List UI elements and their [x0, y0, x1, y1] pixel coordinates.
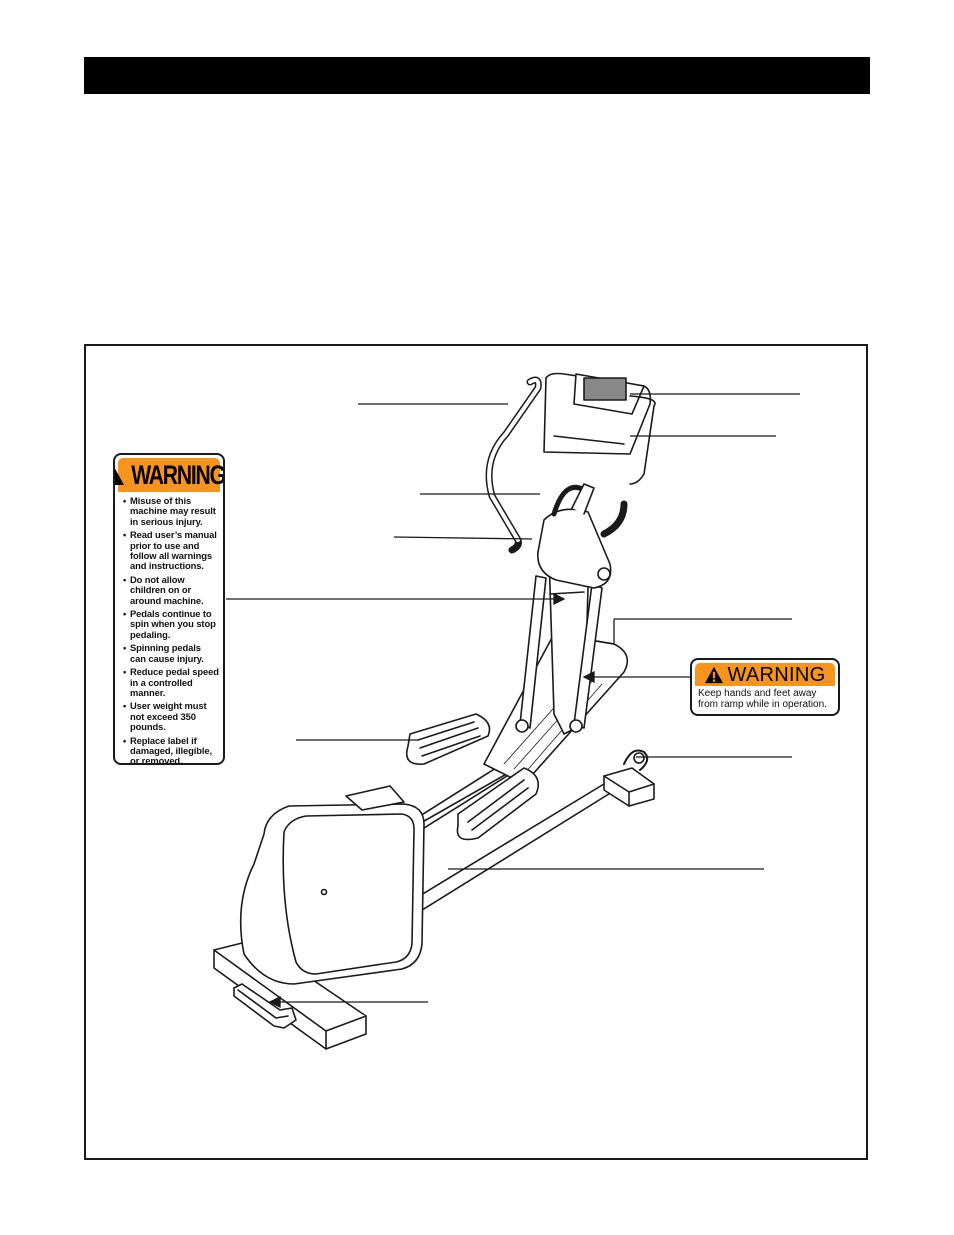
warning-label-machine: WARNING Misuse of this machine may resul…: [113, 453, 225, 765]
rear-base: [603, 749, 655, 807]
warning-item: Replace label if damaged, illegible, or …: [122, 735, 219, 763]
warning-item: Spinning pedals can cause injury.: [122, 643, 219, 664]
warning-text-line: from ramp while in operation.: [698, 699, 827, 710]
pivot-hub: [537, 483, 612, 589]
figure-frame: [84, 344, 868, 1160]
warning-header: WARNING: [115, 458, 223, 492]
pedal-right: [456, 767, 540, 841]
elliptical-drawing: [213, 372, 800, 1050]
warning-list: Misuse of this machine may result in ser…: [115, 495, 223, 763]
warning-item: Pedals continue to spin when you stop pe…: [122, 608, 219, 640]
flywheel-shroud: [239, 785, 425, 985]
warning-item: User weight must not exceed 350 pounds.: [122, 701, 219, 732]
warning-item: Reduce pedal speed in a controlled manne…: [122, 666, 219, 698]
warning-title: WARNING: [130, 459, 225, 490]
console: [543, 372, 656, 485]
warning-item: Read user’s manual prior to use and foll…: [122, 530, 219, 572]
pedal-arms: [515, 575, 603, 733]
warning-item: Misuse of this machine may result in ser…: [122, 495, 219, 527]
warning-header: WARNING: [695, 663, 835, 686]
warning-title: WARNING: [727, 663, 826, 686]
warning-triangle-icon: [115, 469, 124, 485]
warning-triangle-icon: [705, 666, 724, 683]
warning-item: Do not allow children on or around machi…: [122, 574, 219, 606]
upper-handlebar: [485, 376, 628, 554]
front-base: [213, 939, 367, 1050]
warning-label-ramp: WARNING Keep hands and feet away from ra…: [690, 658, 840, 716]
pedal-left: [405, 713, 491, 765]
leader-water-bottle: [393, 536, 533, 540]
warning-text: Keep hands and feet away from ramp while…: [692, 686, 838, 710]
warning-text-line: Keep hands and feet away: [698, 688, 817, 699]
header-bar: [84, 57, 870, 94]
